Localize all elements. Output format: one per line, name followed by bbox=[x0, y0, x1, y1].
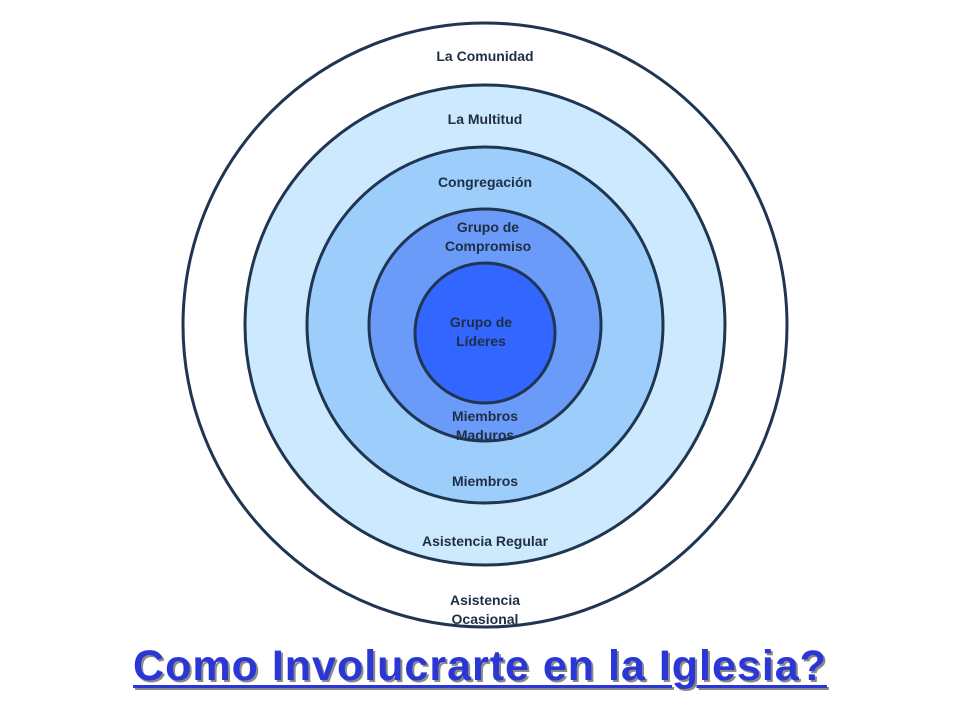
label-asistencia-regular: Asistencia Regular bbox=[422, 533, 549, 549]
label-miembros: Miembros bbox=[452, 473, 518, 489]
page-title-link[interactable]: Como Involucrarte en la Iglesia? bbox=[133, 642, 827, 690]
label-la-multitud: La Multitud bbox=[448, 111, 523, 127]
label-la-comunidad: La Comunidad bbox=[436, 48, 533, 64]
ring-leaders-group bbox=[413, 261, 557, 405]
label-congregacion: Congregación bbox=[438, 174, 532, 190]
